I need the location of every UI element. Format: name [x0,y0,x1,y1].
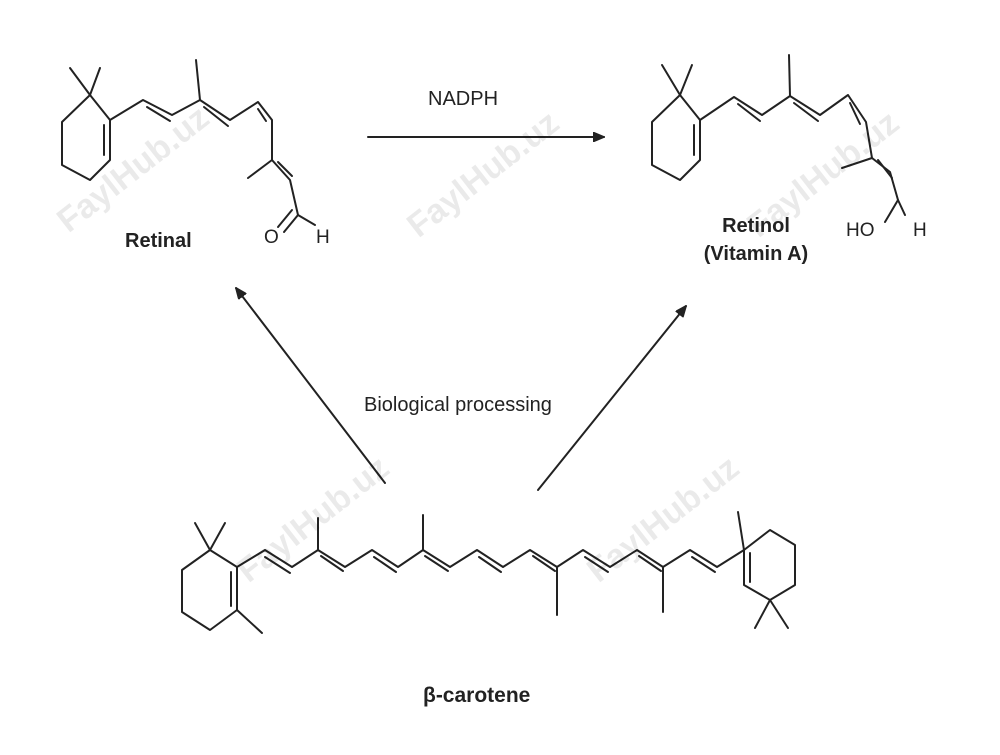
carotene-name: β-carotene [423,684,531,707]
retinal-structure [61,59,316,233]
retinol-hydrogen-label: H [913,220,927,241]
beta-carotene-structure [181,511,796,634]
arrow-to-retinal [236,288,386,484]
retinal-hydrogen-label: H [316,227,330,248]
retinol-name: Retinol [722,215,790,237]
retinol-hydroxyl-label: HO [846,220,875,241]
retinol-structure [651,54,906,223]
retinal-oxygen-label: O [264,227,279,248]
process-label: Biological processing [364,394,552,416]
reagent-label: NADPH [428,88,499,110]
arrow-to-retinol [537,306,686,491]
retinal-name: Retinal [125,230,192,252]
retinol-alt-name: (Vitamin A) [703,243,809,265]
